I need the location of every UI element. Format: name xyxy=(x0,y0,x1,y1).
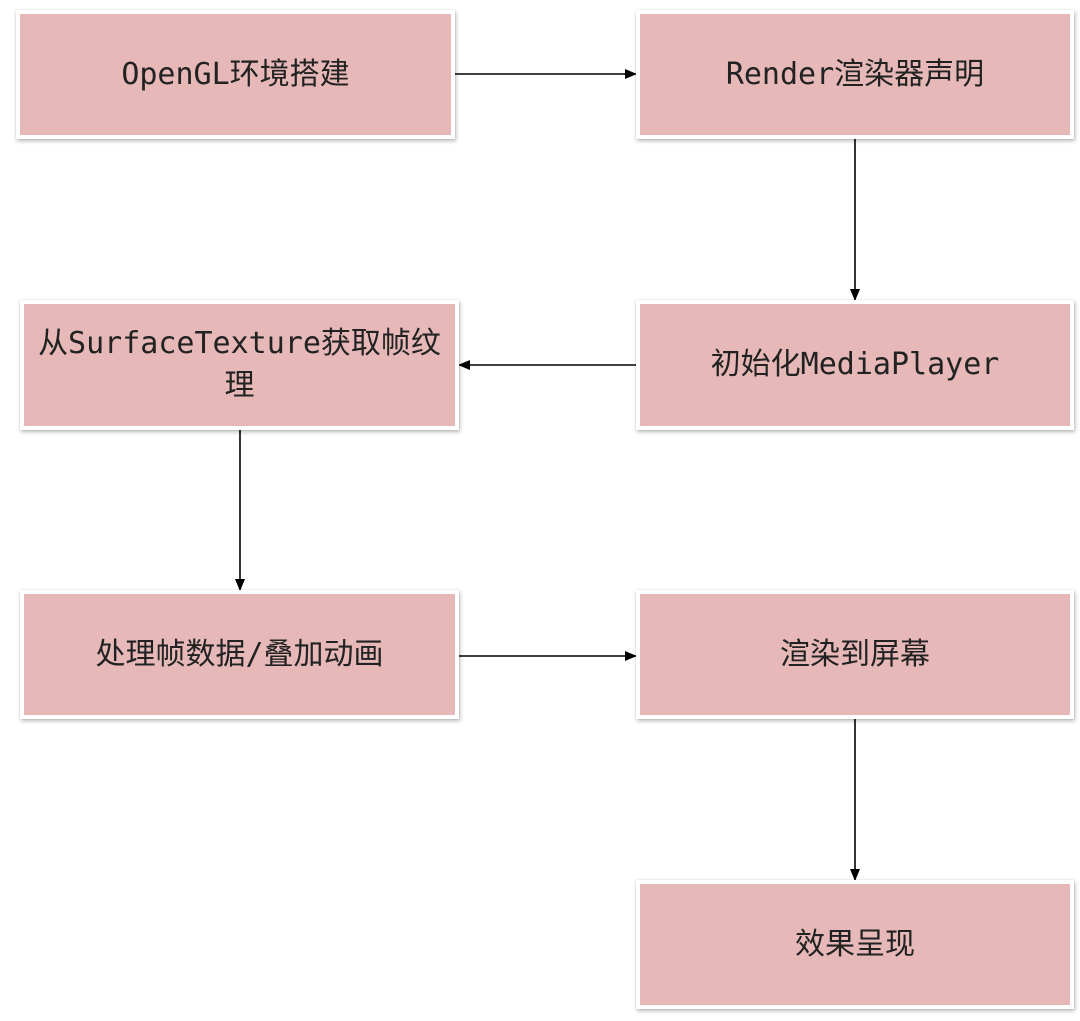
node-effect-present: 效果呈现 xyxy=(636,880,1074,1009)
node-process-frame: 处理帧数据/叠加动画 xyxy=(20,590,459,719)
node-opengl-setup: OpenGL环境搭建 xyxy=(16,10,455,139)
node-init-mediaplayer: 初始化MediaPlayer xyxy=(636,300,1074,430)
node-render-declare: Render渲染器声明 xyxy=(636,10,1074,139)
node-render-screen: 渲染到屏幕 xyxy=(636,590,1074,719)
node-get-frame-texture: 从SurfaceTexture获取帧纹理 xyxy=(20,300,459,430)
